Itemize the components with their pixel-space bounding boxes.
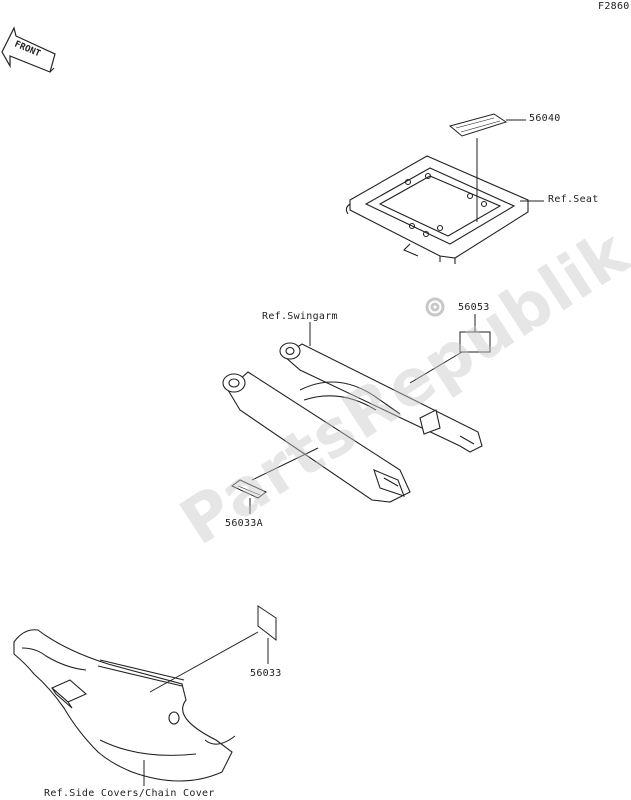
label-56033A-part [231,479,267,499]
swingarm [222,342,483,503]
callout-56033: 56033 [250,668,282,679]
leader-56033-to-cover [149,631,259,693]
callout-ref-seat: Ref.Seat [548,194,599,205]
callout-ref-side-covers: Ref.Side Covers/Chain Cover [44,788,215,799]
label-56053-part [459,331,491,353]
seat-bracket [345,155,529,264]
callout-ref-swingarm: Ref.Swingarm [262,311,338,322]
label-56040-part [448,113,508,137]
callout-56040: 56040 [529,113,561,124]
figure-code: F2860 [598,1,630,12]
callout-56033A: 56033A [225,518,263,529]
side-cover [13,629,236,782]
leader-56033A-to-swingarm [251,447,319,481]
label-56033-part [257,605,277,642]
front-arrow-icon: FRONT [1,26,56,73]
leader-56053-to-swingarm [409,351,463,384]
callout-56053: 56053 [458,302,490,313]
gear-icon [425,297,445,317]
